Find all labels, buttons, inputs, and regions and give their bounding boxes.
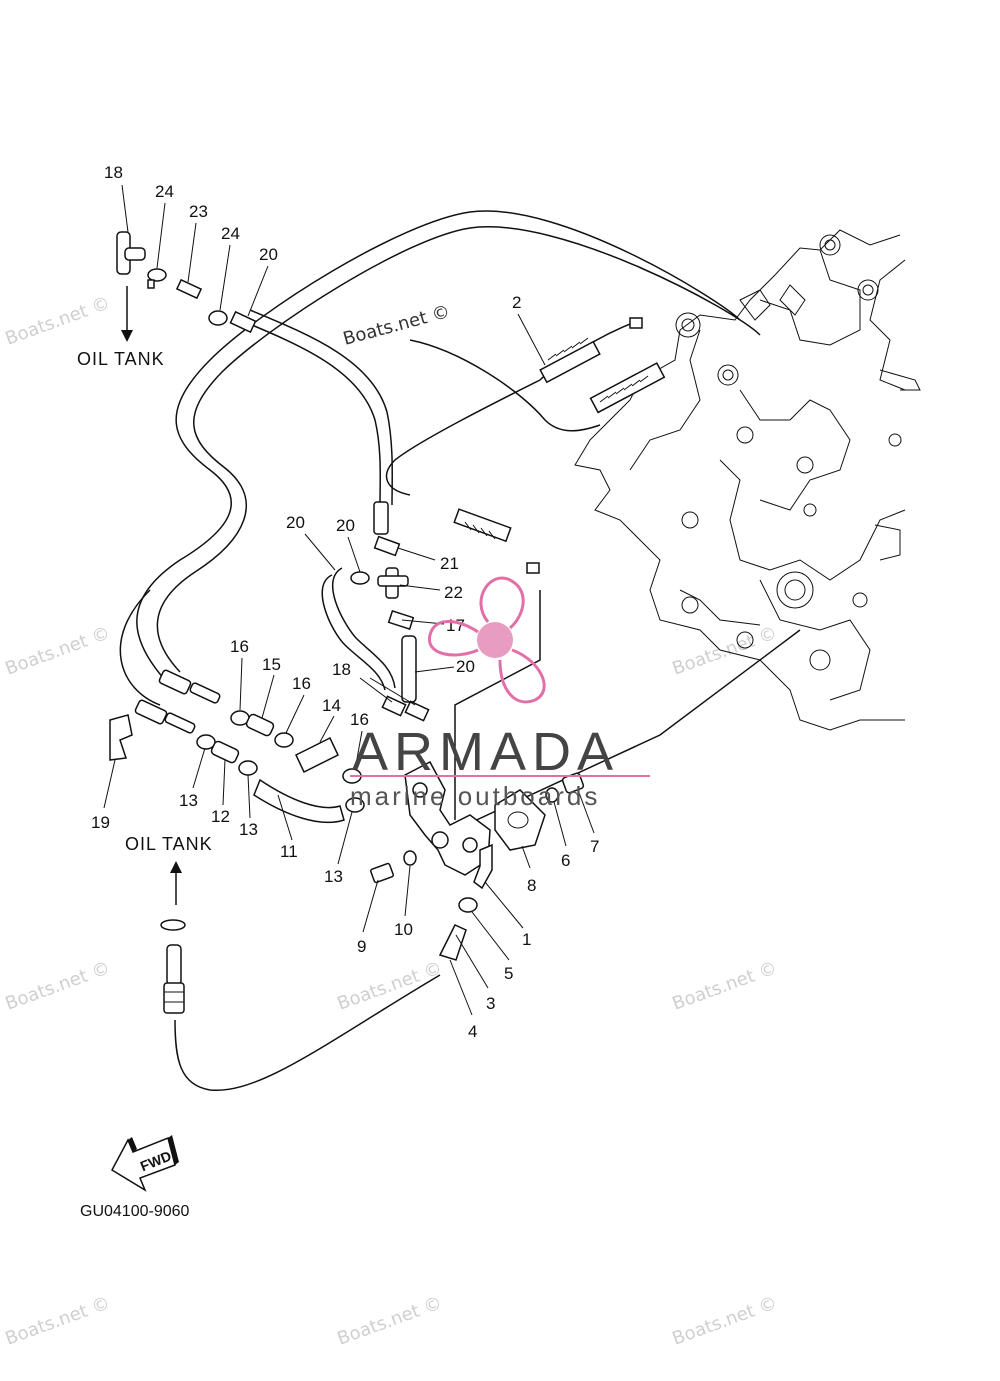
- fittings-cluster: [109, 501, 430, 824]
- part-number-label: 18: [104, 163, 123, 182]
- brand-name: ARMADA: [352, 722, 619, 782]
- part-number-label: 6: [561, 851, 570, 870]
- oil-tank-label-top: OIL TANK: [77, 349, 165, 369]
- part-number-label: 13: [324, 867, 343, 886]
- watermark-text: Boats.net ©: [670, 957, 780, 1014]
- part-number-label: 13: [179, 791, 198, 810]
- armada-logo: ARMADA marine outboards: [350, 576, 650, 811]
- part-number-label: 22: [444, 583, 463, 602]
- part-number-label: 7: [590, 837, 599, 856]
- part-number-label: 16: [292, 674, 311, 693]
- brand-subtitle: marine outboards: [350, 781, 600, 811]
- fwd-arrow: FWD: [111, 1135, 179, 1192]
- part-number-label: 1: [522, 930, 531, 949]
- watermark-text: Boats.net ©: [3, 292, 113, 349]
- watermark-text: Boats.net ©: [335, 1292, 445, 1349]
- part-number-label: 24: [155, 182, 174, 201]
- part-number-label: 16: [230, 637, 249, 656]
- engine-block: [574, 229, 921, 731]
- part-number-label: 9: [357, 937, 366, 956]
- part-number-label: 15: [262, 655, 281, 674]
- oil-tank-label-bottom: OIL TANK: [125, 834, 213, 854]
- oil-pump-cable: [453, 317, 666, 574]
- part-number-label: 24: [221, 224, 240, 243]
- tank-connector-bottom: [160, 861, 186, 1014]
- part-number-label: 4: [468, 1022, 477, 1041]
- part-number-label: 2: [512, 293, 521, 312]
- watermark-text: Boats.net ©: [670, 1292, 780, 1349]
- part-number-label: 23: [189, 202, 208, 221]
- part-number-label: 20: [336, 516, 355, 535]
- part-number-label: 20: [286, 513, 305, 532]
- part-number-label: 20: [259, 245, 278, 264]
- part-number-label: 3: [486, 994, 495, 1013]
- watermark-text-dark: Boats.net ©: [341, 301, 453, 350]
- part-number-label: 19: [91, 813, 110, 832]
- upper-left-parts: [116, 231, 257, 342]
- part-number-label: 13: [239, 820, 258, 839]
- watermark-text: Boats.net ©: [3, 957, 113, 1014]
- part-number-label: 21: [440, 554, 459, 573]
- part-number-label: 20: [456, 657, 475, 676]
- part-number-label: 5: [504, 964, 513, 983]
- drawing-code: GU04100-9060: [80, 1203, 190, 1220]
- part-number-label: 14: [322, 696, 341, 715]
- oil-pump: [370, 760, 585, 961]
- part-number-label: 16: [350, 710, 369, 729]
- part-labels: 18 24 23 24 20 2 20 20 21 22 1 7 20 18 16…: [91, 163, 599, 1041]
- part-number-label: 10: [394, 920, 413, 939]
- part-number-label: 11: [280, 842, 298, 861]
- part-number-label: 8: [527, 876, 536, 895]
- leader-lines: [103, 184, 595, 1016]
- part-number-label: 12: [211, 807, 230, 826]
- oil-hose-routing: [119, 210, 801, 1092]
- part-number-label: 18: [332, 660, 351, 679]
- propeller-logo-icon: [428, 576, 546, 704]
- watermark-text: Boats.net ©: [3, 622, 113, 679]
- watermark-text: Boats.net ©: [3, 1292, 113, 1349]
